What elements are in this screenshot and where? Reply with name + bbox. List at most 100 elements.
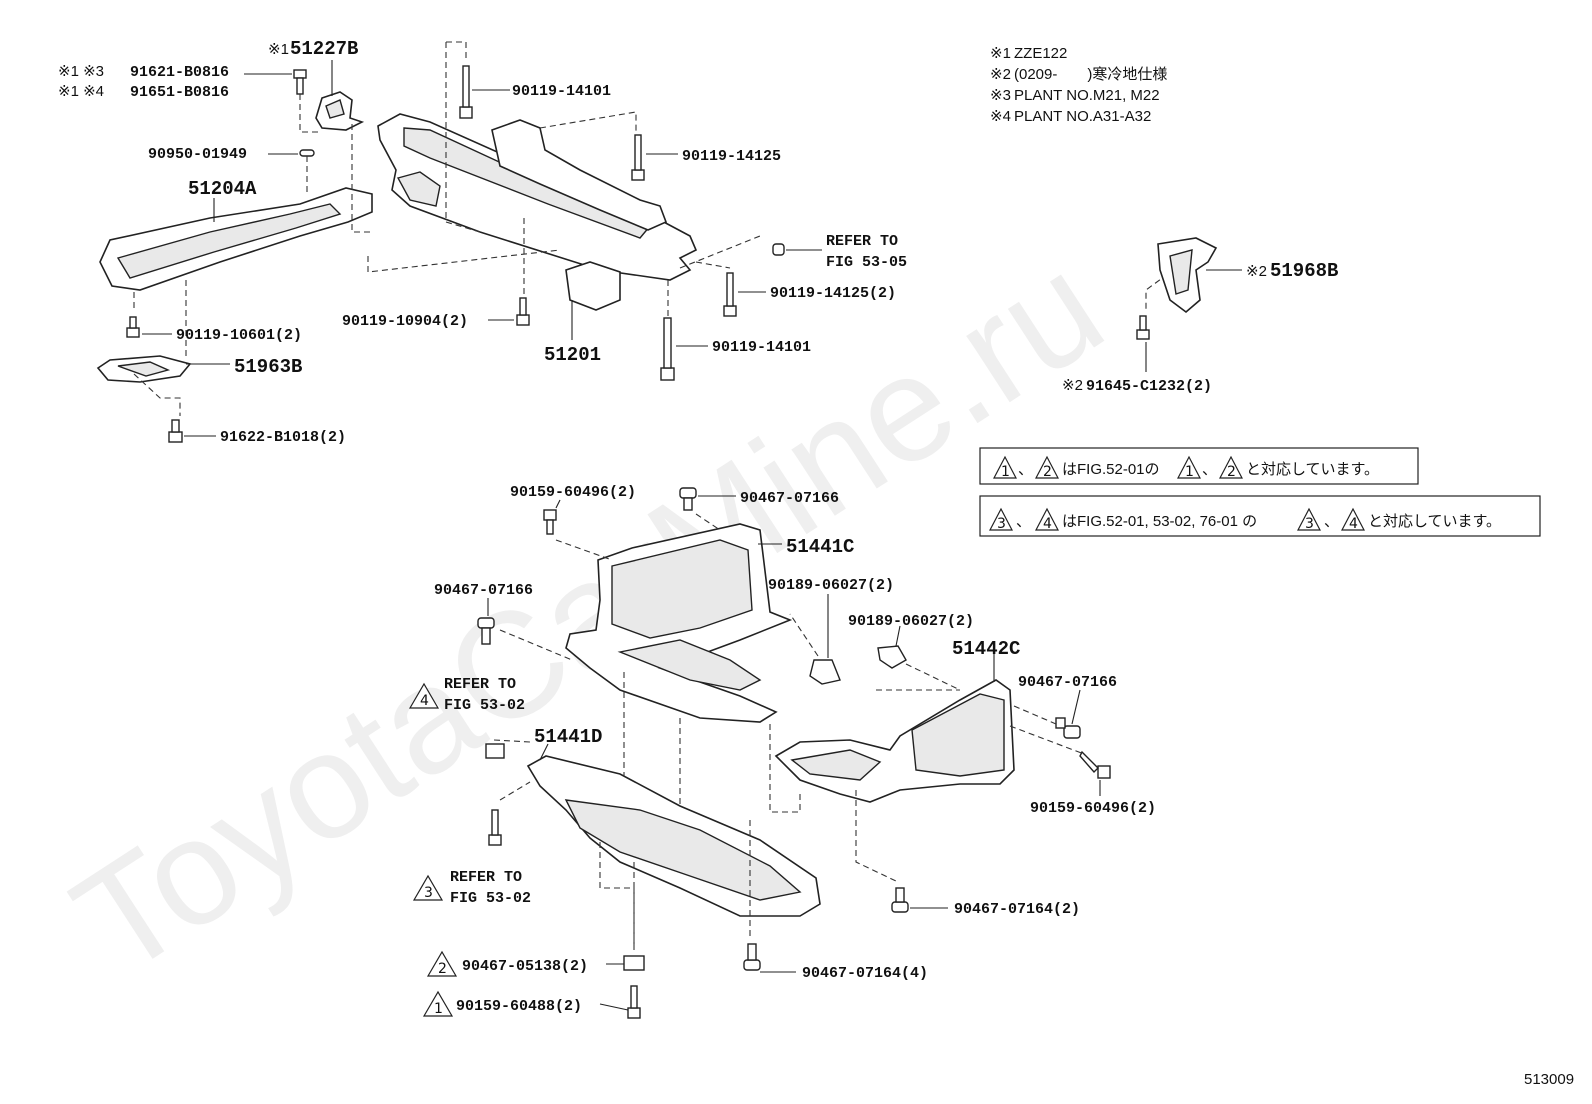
label-90119-14101-b: 90119-14101 — [712, 339, 811, 356]
corr1-tri-1: 1 — [1001, 464, 1010, 480]
label-91622-b1018: 91622-B1018(2) — [220, 429, 346, 446]
note-3-text: PLANT NO.M21, M22 — [1014, 87, 1160, 104]
label-90467-07164-2: 90467-07164(2) — [954, 901, 1080, 918]
cover-51442c-drawing — [774, 679, 1015, 803]
label-51968b-mark: ※2 — [1246, 263, 1267, 280]
notes-legend: ※1 ZZE122 ※2 (0209- )寒冷地仕様 ※3 PLANT NO.M… — [990, 45, 1167, 125]
nut-90467-05138-icon — [623, 955, 645, 971]
label-90467-05138-tri: 2 — [438, 961, 447, 977]
corr2-sep: 、 — [1016, 513, 1031, 530]
crossmember-51201-drawing — [377, 113, 698, 311]
member-51204a-drawing — [99, 187, 373, 291]
label-90119-14125-a: 90119-14125 — [682, 148, 781, 165]
label-91621-mark: ※1 ※3 — [58, 63, 104, 80]
cover-51441d-drawing — [526, 755, 821, 917]
corr2-tri-3: 3 — [997, 516, 1006, 532]
bolt-90119-14101-b-icon — [660, 317, 675, 381]
label-51441c: 51441C — [786, 536, 854, 558]
figure-number: 513009 — [1524, 1071, 1574, 1088]
label-51201: 51201 — [544, 344, 601, 366]
clip-90467-07164-2-icon — [891, 887, 909, 913]
bolt-90119-10601-icon — [126, 316, 140, 338]
note-3-mark: ※3 — [990, 87, 1011, 104]
bolt-91621-icon — [293, 69, 307, 95]
label-90159-60496-a: 90159-60496(2) — [510, 484, 636, 501]
bolt-refer-53-02-b-icon — [488, 809, 502, 846]
correspondence-box-1: 1 、 2 はFIG.52-01の 1 、 2 と対応しています。 — [979, 447, 1419, 485]
clip-90467-07166-a-icon — [679, 487, 697, 511]
label-90159-60488: 90159-60488(2) — [456, 998, 582, 1015]
clip-90467-07164-4-icon — [743, 943, 761, 971]
refer-53-02-b-line2: FIG 53-02 — [450, 890, 531, 907]
assembly-lines-lower — [493, 513, 1085, 950]
label-51441d: 51441D — [534, 726, 602, 748]
label-51442c: 51442C — [952, 638, 1020, 660]
label-90189-06027-b: 90189-06027(2) — [848, 613, 974, 630]
bolt-91622-icon — [168, 419, 183, 443]
corr1-tri-3: 1 — [1185, 464, 1194, 480]
label-91621-b0816: 91621-B0816 — [130, 64, 229, 81]
refer-53-02-b-line1: REFER TO — [450, 869, 522, 886]
label-90467-05138: 90467-05138(2) — [462, 958, 588, 975]
nut-refer-53-02-a-icon — [485, 743, 505, 759]
label-90189-06027-a: 90189-06027(2) — [768, 577, 894, 594]
bolt-90159-60496-b-icon — [1079, 750, 1111, 779]
refer-53-02-a-tri: 4 — [420, 693, 429, 709]
corr1-sep-2: 、 — [1202, 461, 1217, 478]
corr2-text-a: はFIG.52-01, 53-02, 76-01 の — [1062, 513, 1257, 530]
correspondence-box-2: 3 、 4 はFIG.52-01, 53-02, 76-01 の 3 、 4 と… — [979, 495, 1541, 537]
corr2-tri-4b: 4 — [1349, 516, 1358, 532]
note-4-mark: ※4 — [990, 108, 1011, 125]
label-refer-53-05-line2: FIG 53-05 — [826, 254, 907, 271]
corr2-tri-4: 4 — [1043, 516, 1052, 532]
corr1-tri-4: 2 — [1227, 464, 1236, 480]
label-90467-07166-c: 90467-07166 — [1018, 674, 1117, 691]
clip-90467-07166-c-icon — [1055, 717, 1081, 739]
corr2-text-b: と対応しています。 — [1368, 513, 1501, 530]
grommet-90189-a-icon — [809, 659, 841, 685]
label-refer-53-05-line1: REFER TO — [826, 233, 898, 250]
label-51227b: 51227B — [290, 38, 358, 60]
clip-90467-07166-b-icon — [477, 617, 495, 645]
label-90467-07166-a: 90467-07166 — [740, 490, 839, 507]
refer-53-02-b: 3 REFER TO FIG 53-02 — [412, 869, 531, 907]
refer-53-02-a-line2: FIG 53-02 — [444, 697, 525, 714]
grommet-90189-b-icon — [877, 645, 907, 669]
clip-90159-60496-a-icon — [543, 509, 557, 535]
label-90159-60488-group: 1 90159-60488(2) — [422, 990, 582, 1017]
corr2-sep-2: 、 — [1324, 513, 1339, 530]
label-51963b: 51963B — [234, 356, 302, 378]
label-90119-10904: 90119-10904(2) — [342, 313, 468, 330]
refer-53-02-b-tri: 3 — [424, 885, 433, 901]
cover-51441c-drawing — [565, 523, 793, 723]
bracket-51227b-drawing — [315, 91, 365, 131]
label-91651-mark: ※1 ※4 — [58, 83, 104, 100]
bolt-91645-icon — [1136, 315, 1150, 340]
note-4-text: PLANT NO.A31-A32 — [1014, 108, 1151, 125]
label-91645-mark: ※2 — [1062, 377, 1083, 394]
bolt-90119-14125-b-icon — [723, 272, 737, 317]
label-90950-01949: 90950-01949 — [148, 146, 247, 163]
label-90159-60488-tri: 1 — [434, 1001, 443, 1017]
label-90467-07164-4: 90467-07164(4) — [802, 965, 928, 982]
refer-53-02-a: 4 REFER TO FIG 53-02 — [408, 676, 525, 714]
bolt-90119-14125-a-icon — [631, 134, 645, 181]
bracket-51968b-drawing — [1157, 237, 1218, 314]
assembly-lines-upper — [133, 41, 1177, 416]
corr1-sep: 、 — [1018, 461, 1033, 478]
leader-lines — [142, 60, 1242, 1011]
ring-90950-icon — [299, 149, 315, 157]
bolt-90159-60488-icon — [627, 985, 641, 1019]
label-90159-60496-b: 90159-60496(2) — [1030, 800, 1156, 817]
bolt-90119-10904-icon — [516, 297, 530, 326]
label-51204a: 51204A — [188, 178, 257, 200]
label-90119-14125-b: 90119-14125(2) — [770, 285, 896, 302]
label-51227b-mark: ※1 — [268, 41, 289, 58]
label-90119-10601: 90119-10601(2) — [176, 327, 302, 344]
label-90119-14101-top: 90119-14101 — [512, 83, 611, 100]
note-2-mark: ※2 — [990, 66, 1011, 83]
label-51968b: 51968B — [1270, 260, 1338, 282]
corr1-text-a: はFIG.52-01の — [1062, 461, 1160, 478]
label-90467-05138-group: 2 90467-05138(2) — [426, 950, 588, 977]
